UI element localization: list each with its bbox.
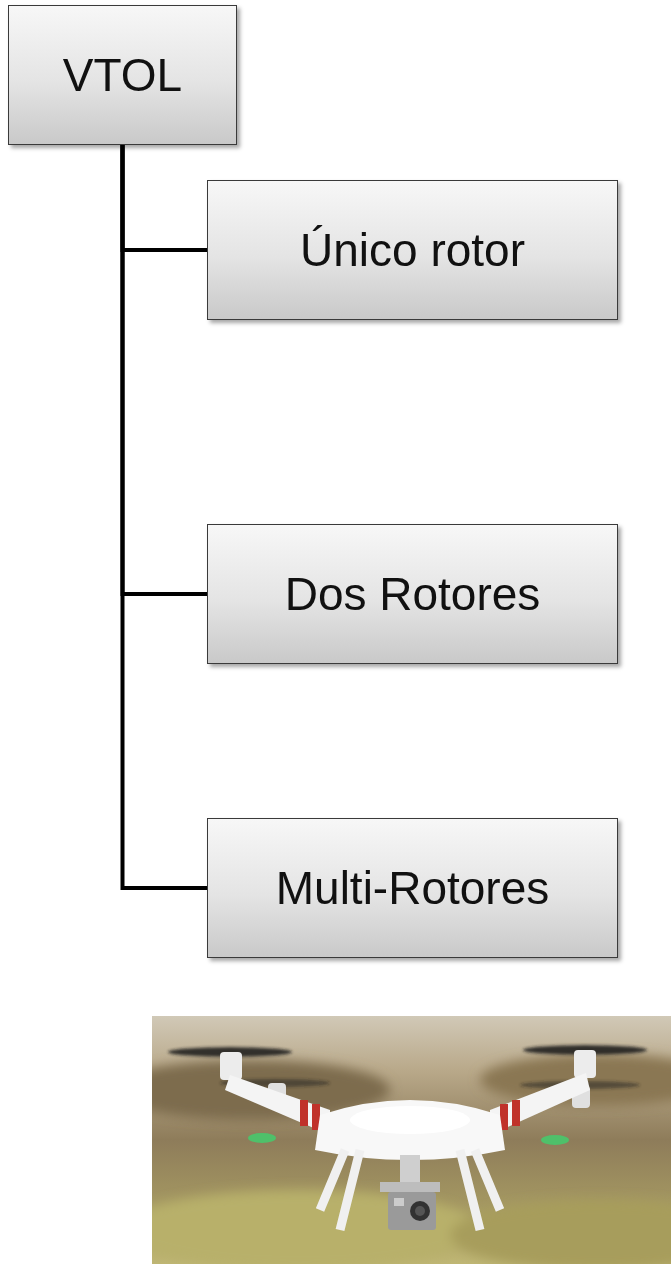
tree-connector	[123, 145, 208, 888]
box-label: Multi-Rotores	[276, 863, 550, 914]
category-box: Multi-Rotores	[207, 818, 618, 958]
box-label: Dos Rotores	[285, 569, 541, 620]
box-label: VTOL	[63, 50, 182, 101]
category-box: Único rotor	[207, 180, 618, 320]
category-box: Dos Rotores	[207, 524, 618, 664]
tree-connector	[123, 145, 208, 250]
tree-connector	[123, 145, 208, 594]
root-box: VTOL	[8, 5, 237, 145]
box-label: Único rotor	[300, 225, 525, 276]
